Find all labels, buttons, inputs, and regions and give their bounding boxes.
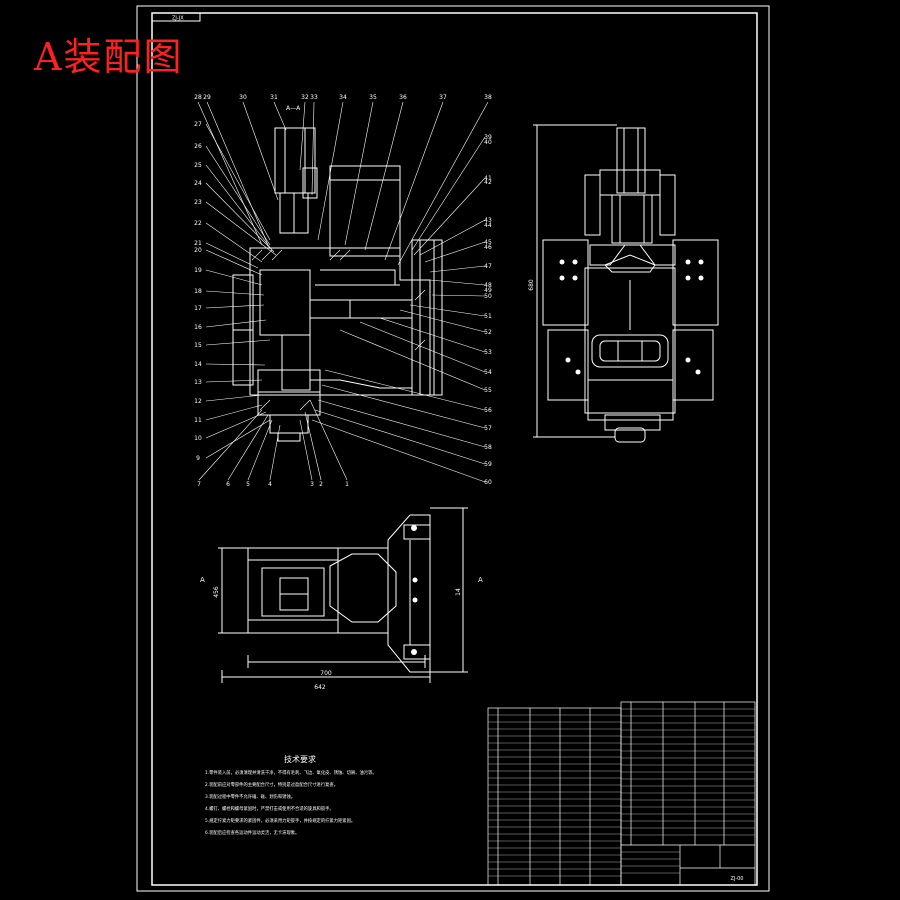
part-callout: 37 [439,94,447,101]
tech-req-line: 6.装配后应检查各运动件运动灵活，无卡滞现象。 [205,829,299,836]
corner-code-box [151,12,201,22]
bom-rows [488,708,755,877]
section-label: A—A [286,105,301,112]
part-callout: 9 [196,455,200,462]
part-callout: 44 [484,222,492,229]
tech-req-line: 5.规定拧紧力矩要求的紧固件，必须采用力矩扳手，并按规定的拧紧力矩紧固。 [205,817,355,824]
part-callout: 6 [226,481,230,488]
part-callout: 47 [484,263,492,270]
part-callout: 29 [203,94,211,101]
part-callout: 49 [484,287,492,294]
part-callout: 31 [270,94,278,101]
part-callout: 2 [319,481,323,488]
part-callout: 38 [484,94,492,101]
part-callout: 26 [194,143,202,150]
tech-req-line: 1.零件装入前，必须清理并清洗干净，不得有毛刺、飞边、氧化皮、锈蚀、切屑、油污等… [205,769,377,776]
tech-req-title: 技术要求 [284,754,316,764]
part-callout: 57 [484,425,492,432]
drawing-number: ZJ-00 [731,876,744,882]
part-callout: 36 [399,94,407,101]
part-callout: 51 [484,313,492,320]
tech-req-line: 4.螺钉、螺栓和螺母紧固时，严禁打击或使用不合适的旋具和扳手。 [205,805,334,812]
part-callout: 53 [484,349,492,356]
part-callout: 15 [194,342,202,349]
part-callout: 3 [310,481,314,488]
part-callout: 39 [484,134,492,141]
part-callout: 27 [194,121,202,128]
part-callout: 56 [484,407,492,414]
part-callout: 19 [194,267,202,274]
part-callout: 1 [345,481,349,488]
part-callout: 59 [484,461,492,468]
part-callout: 25 [194,162,202,169]
part-callout: 33 [310,94,318,101]
plan-view [218,507,468,683]
part-callout: 43 [484,217,492,224]
section-view-aa [232,127,443,442]
part-callout: 21 [194,240,202,247]
part-callout: 11 [194,417,202,424]
part-callout: 24 [194,180,202,187]
part-callout: 23 [194,199,202,206]
part-callout: 18 [194,288,202,295]
part-callout: 20 [194,247,202,254]
part-callout: 7 [197,481,201,488]
view-label-left: A [200,576,205,584]
part-callout: 48 [484,282,492,289]
part-callout: 54 [484,369,492,376]
dim-height-plan: 456 [213,586,220,598]
part-callout: 12 [194,398,202,405]
part-callout: 40 [484,139,492,146]
dim-width-inner: 642 [314,684,326,691]
part-callout: 55 [484,387,492,394]
side-view [533,124,719,443]
part-callout: 30 [239,94,247,101]
part-callout: 52 [484,329,492,336]
part-callout: 14 [194,361,202,368]
inner-frame [151,12,758,886]
corner-code: ZJ-JX [172,16,184,22]
tech-req-line: 2.装配前应对零部件的主要配合尺寸，特别是过盈配合尺寸进行复查。 [205,781,338,788]
part-callout: 4 [268,481,272,488]
part-callout: 41 [484,175,492,182]
part-callout: 42 [484,179,492,186]
part-callout: 32 [301,94,309,101]
part-callout: 35 [369,94,377,101]
part-callout: 28 [194,94,202,101]
part-callout: 5 [246,481,250,488]
drawing-title: A装配图 [34,35,184,79]
part-callout: 13 [194,379,202,386]
part-callout: 50 [484,293,492,300]
dim-height-side: 680 [528,279,535,291]
dim-height-right: 14 [455,588,462,596]
part-callout: 16 [194,324,202,331]
part-callout: 17 [194,305,202,312]
part-callout: 22 [194,220,202,227]
part-callout: 45 [484,239,492,246]
outer-frame [136,5,770,892]
part-callout: 34 [339,94,347,101]
part-callout: 10 [194,435,202,442]
tech-req-line: 3.装配过程中零件不允许磕、碰、划伤和锈蚀。 [205,793,295,800]
dim-width-total: 700 [320,670,332,677]
bom-table [487,701,756,886]
view-label-right: A [478,576,483,584]
part-callout: 46 [484,244,492,251]
part-callout: 60 [484,479,492,486]
part-callout: 58 [484,444,492,451]
